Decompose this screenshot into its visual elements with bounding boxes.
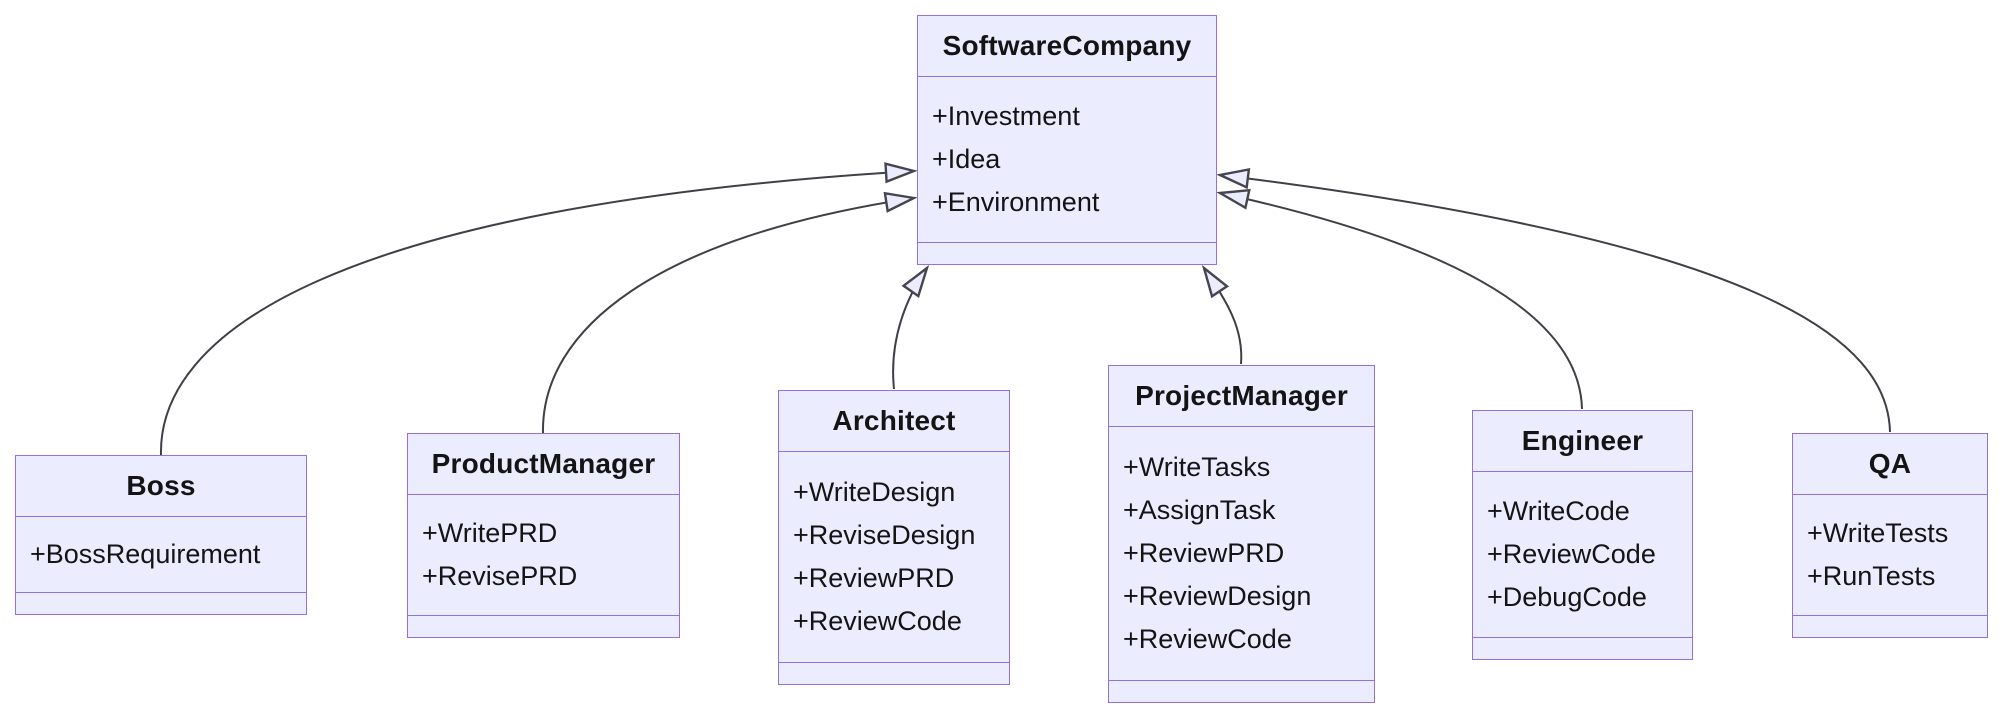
class-attribute: +AssignTask — [1123, 495, 1276, 525]
class-attribute: +ReviewCode — [1123, 624, 1292, 654]
class-name: Boss — [16, 456, 306, 517]
class-methods-empty — [1793, 615, 1987, 637]
class-attribute: +Environment — [932, 187, 1100, 217]
class-methods-empty — [1109, 680, 1374, 702]
edge-qa-to-softwarecompany — [1220, 175, 1891, 433]
class-box-boss: Boss +BossRequirement — [15, 455, 307, 615]
class-attributes: +WriteDesign +ReviseDesign +ReviewPRD +R… — [779, 452, 1009, 662]
class-name: Architect — [779, 391, 1009, 452]
edge-projectmanager-to-softwarecompany — [1204, 268, 1243, 365]
class-attributes: +WriteTests +RunTests — [1793, 495, 1987, 615]
class-name: ProductManager — [408, 434, 679, 495]
class-box-productmanager: ProductManager +WritePRD +RevisePRD — [407, 433, 680, 638]
class-box-engineer: Engineer +WriteCode +ReviewCode +DebugCo… — [1472, 410, 1693, 660]
class-name: QA — [1793, 434, 1987, 495]
class-methods-empty — [779, 662, 1009, 684]
class-box-projectmanager: ProjectManager +WriteTasks +AssignTask +… — [1108, 365, 1375, 703]
edge-engineer-to-softwarecompany — [1220, 193, 1583, 410]
class-attributes: +WriteCode +ReviewCode +DebugCode — [1473, 472, 1692, 637]
class-attributes: +WriteTasks +AssignTask +ReviewPRD +Revi… — [1109, 427, 1374, 680]
class-box-qa: QA +WriteTests +RunTests — [1792, 433, 1988, 638]
class-attributes: +Investment +Idea +Environment — [918, 77, 1216, 242]
class-attributes: +WritePRD +RevisePRD — [408, 495, 679, 615]
class-box-softwarecompany: SoftwareCompany +Investment +Idea +Envir… — [917, 15, 1217, 265]
edge-architect-to-softwarecompany — [892, 268, 927, 390]
class-attribute: +WriteTests — [1807, 518, 1949, 548]
class-attributes: +BossRequirement — [16, 517, 306, 592]
edge-boss-to-softwarecompany — [159, 171, 914, 456]
class-attribute: +WriteTasks — [1123, 452, 1271, 482]
class-attribute: +WriteDesign — [793, 477, 956, 507]
class-name: ProjectManager — [1109, 366, 1374, 427]
class-methods-empty — [1473, 637, 1692, 659]
class-attribute: +ReviseDesign — [793, 520, 976, 550]
class-attribute: +ReviewDesign — [1123, 581, 1312, 611]
class-attribute: +Investment — [932, 101, 1080, 131]
class-name: SoftwareCompany — [918, 16, 1216, 77]
class-methods-empty — [16, 592, 306, 614]
class-methods-empty — [918, 242, 1216, 264]
class-methods-empty — [408, 615, 679, 637]
class-name: Engineer — [1473, 411, 1692, 472]
class-box-architect: Architect +WriteDesign +ReviseDesign +Re… — [778, 390, 1010, 685]
class-attribute: +WriteCode — [1487, 496, 1630, 526]
class-attribute: +ReviewCode — [793, 606, 962, 636]
class-attribute: +ReviewCode — [1487, 539, 1656, 569]
class-attribute: +ReviewPRD — [1123, 538, 1285, 568]
edge-productmanager-to-softwarecompany — [541, 198, 914, 434]
class-attribute: +ReviewPRD — [793, 563, 955, 593]
class-attribute: +RevisePRD — [422, 561, 578, 591]
class-attribute: +DebugCode — [1487, 582, 1647, 612]
class-attribute: +BossRequirement — [30, 539, 261, 569]
class-attribute: +Idea — [932, 144, 1001, 174]
class-attribute: +WritePRD — [422, 518, 558, 548]
class-attribute: +RunTests — [1807, 561, 1936, 591]
